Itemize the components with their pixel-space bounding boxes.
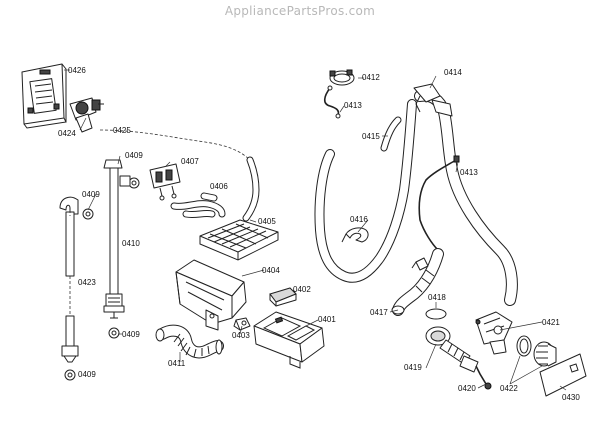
label-0401[interactable]: 0401 [318,315,336,324]
part-labels: 0426 0424 0425 0409 0407 0406 0409 0410 … [58,66,580,402]
part-0406-hoses[interactable] [170,192,226,219]
part-0418-ring[interactable] [425,308,447,320]
part-0420-sensor[interactable] [475,365,492,390]
label-0402[interactable]: 0402 [293,285,311,294]
part-0416-clamp[interactable] [341,227,369,243]
label-0418[interactable]: 0418 [428,293,446,302]
label-0409-mid[interactable]: 0409 [122,330,140,339]
label-0411[interactable]: 0411 [168,359,186,368]
part-0421-pump-housing[interactable] [475,311,513,355]
part-0407-valve[interactable] [149,163,181,201]
part-0425-line [99,129,251,161]
label-0425[interactable]: 0425 [113,126,131,135]
part-0409-washer-bottom[interactable] [64,369,76,381]
part-0401-dispenser-drawer[interactable] [253,311,325,369]
label-0423[interactable]: 0423 [78,278,96,287]
label-0424[interactable]: 0424 [58,129,76,138]
label-0417[interactable]: 0417 [370,308,388,317]
label-0414[interactable]: 0414 [444,68,462,77]
label-0403[interactable]: 0403 [232,331,250,340]
part-0419-drain-pump[interactable] [425,326,479,373]
part-0404-dispenser-housing[interactable] [175,259,247,331]
part-0415-hose[interactable] [380,116,402,152]
label-0407[interactable]: 0407 [181,157,199,166]
label-0420[interactable]: 0420 [458,384,476,393]
label-0430[interactable]: 0430 [562,393,580,402]
label-0410[interactable]: 0410 [122,239,140,248]
label-0409-left[interactable]: 0409 [82,190,100,199]
part-0426-frame[interactable] [21,63,67,129]
part-0412-clamp[interactable] [329,69,355,86]
label-0409-top[interactable]: 0409 [125,151,143,160]
part-0417-pump-hose[interactable] [391,248,444,316]
part-0413-wire-right[interactable] [418,155,460,251]
label-0416[interactable]: 0416 [350,215,368,224]
label-0413-upper[interactable]: 0413 [344,101,362,110]
part-0422-filter[interactable] [516,335,557,367]
label-0406[interactable]: 0406 [210,182,228,191]
part-0411-bellows-hose[interactable] [155,324,224,359]
part-0402-switch[interactable] [269,287,297,307]
part-0409-washer-mid[interactable] [108,327,120,339]
part-0430-service-panel[interactable] [539,353,587,397]
part-drain-hose-left[interactable] [314,99,417,283]
label-0412[interactable]: 0412 [362,73,380,82]
label-0422[interactable]: 0422 [500,384,518,393]
part-0403-clip[interactable] [233,317,251,331]
label-0409-bottom[interactable]: 0409 [78,370,96,379]
label-0426[interactable]: 0426 [68,66,86,75]
part-0414-fill-hose[interactable] [413,83,518,306]
watermark: AppliancePartsPros.com [224,4,376,18]
part-0410-hose[interactable] [103,159,131,319]
part-0423-hose[interactable] [59,196,94,363]
label-0421[interactable]: 0421 [542,318,560,327]
label-0415[interactable]: 0415 [362,132,380,141]
part-0405-dispenser-lid[interactable] [199,219,279,261]
label-0405[interactable]: 0405 [258,217,276,226]
part-0413-wire-upper[interactable] [323,85,341,119]
label-0419[interactable]: 0419 [404,363,422,372]
label-0404[interactable]: 0404 [262,266,280,275]
part-0424-inlet-valve[interactable] [69,97,104,133]
label-0413-right[interactable]: 0413 [460,168,478,177]
leader-lines [64,69,567,391]
part-0409-washer-top[interactable] [128,177,140,189]
